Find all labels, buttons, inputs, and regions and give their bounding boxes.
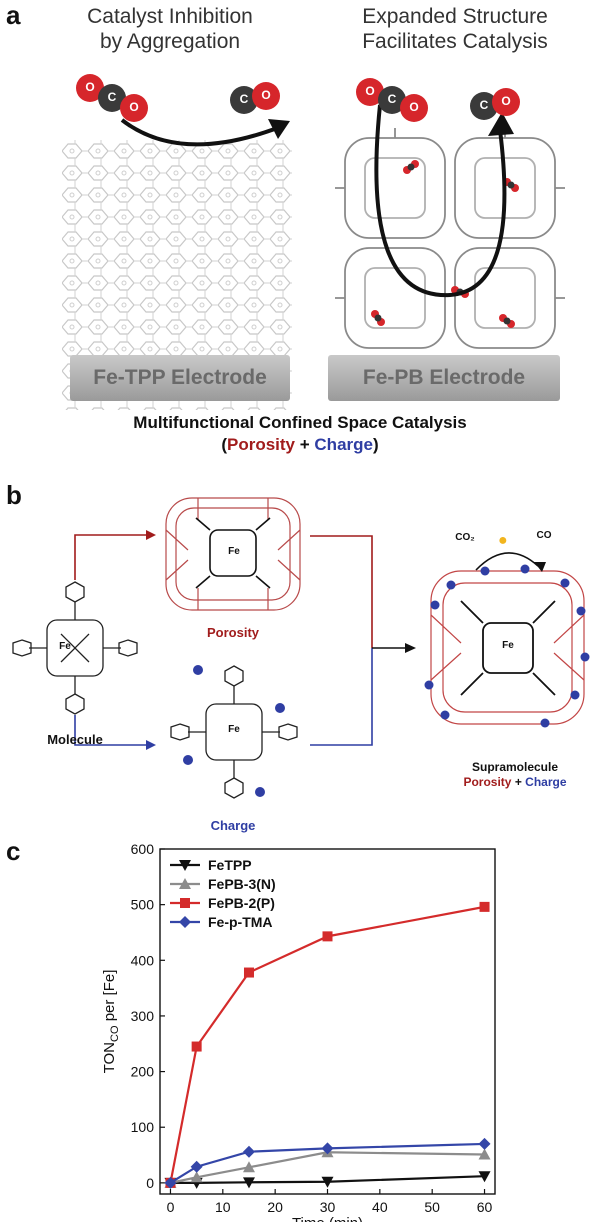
right-panel-title: Expanded Structure Facilitates Catalysis bbox=[325, 4, 585, 54]
y-tick-label: 200 bbox=[131, 1064, 155, 1080]
y-axis-label: TONCO per [Fe] bbox=[101, 970, 121, 1074]
y-tick-label: 400 bbox=[131, 952, 155, 968]
x-tick-label: 60 bbox=[477, 1199, 493, 1215]
paren-open: ( bbox=[221, 435, 227, 454]
data-point bbox=[479, 901, 490, 912]
x-tick-label: 0 bbox=[167, 1199, 175, 1215]
co2-left-c: C bbox=[107, 90, 117, 104]
y-tick-label: 0 bbox=[146, 1175, 154, 1191]
supramolecule-sublabel: Porosity + Charge bbox=[440, 775, 590, 789]
legend-marker-3 bbox=[179, 916, 191, 928]
co-left-c: C bbox=[239, 92, 249, 106]
co2-label: CO₂ bbox=[455, 532, 475, 543]
data-point bbox=[242, 1161, 255, 1173]
y-tick-label: 500 bbox=[131, 897, 155, 913]
data-point bbox=[191, 1041, 202, 1052]
lightbulb-icon: ● bbox=[498, 532, 508, 549]
paren-close: ) bbox=[372, 435, 379, 454]
y-tick-label: 600 bbox=[131, 841, 155, 857]
co2-left-o1: O bbox=[85, 80, 95, 94]
legend-label-1: FePB-3(N) bbox=[208, 876, 276, 892]
plus-sign: + bbox=[295, 435, 315, 454]
data-point bbox=[242, 1145, 255, 1158]
x-tick-label: 10 bbox=[215, 1199, 231, 1215]
data-point bbox=[243, 967, 254, 978]
sup-porosity-word: Porosity bbox=[463, 775, 512, 789]
supramolecule-fe-label: Fe bbox=[502, 640, 514, 651]
co-molecule-right: C O bbox=[468, 86, 528, 126]
left-panel-title: Catalyst Inhibition by Aggregation bbox=[50, 4, 290, 54]
left-title-line-2: by Aggregation bbox=[99, 30, 241, 53]
x-tick-label: 20 bbox=[267, 1199, 283, 1215]
sup-plus-sign: + bbox=[511, 775, 526, 789]
legend-label-0: FeTPP bbox=[208, 857, 252, 873]
panel-c-letter: c bbox=[6, 836, 21, 866]
co2-right-o1: O bbox=[365, 84, 375, 98]
confined-space-title: Multifunctional Confined Space Catalysis bbox=[133, 413, 467, 432]
data-point bbox=[322, 931, 333, 942]
porosity-fe-label: Fe bbox=[228, 546, 240, 557]
x-tick-label: 40 bbox=[372, 1199, 388, 1215]
legend-marker-0 bbox=[179, 860, 191, 871]
co2-right-o2: O bbox=[409, 100, 419, 114]
co-label: CO bbox=[536, 530, 552, 541]
series-line-2 bbox=[169, 905, 485, 1184]
expanded-cage-structure bbox=[335, 128, 565, 349]
y-tick-label: 300 bbox=[131, 1008, 155, 1024]
fe-pb-electrode: Fe-PB Electrode bbox=[328, 355, 560, 401]
right-title-line-1: Expanded Structure bbox=[362, 5, 548, 28]
data-point bbox=[242, 1177, 255, 1189]
co-right-c: C bbox=[479, 98, 489, 112]
legend-marker-2 bbox=[180, 898, 190, 908]
porosity-cage-drawing bbox=[165, 497, 301, 611]
ton-vs-time-chart: 01020304050600100200300400500600Time (mi… bbox=[101, 841, 496, 1222]
data-point bbox=[321, 1142, 334, 1155]
co2-right-c: C bbox=[387, 92, 397, 106]
data-point bbox=[478, 1148, 491, 1160]
molecule-fe-label: Fe bbox=[59, 641, 71, 652]
charge-word: Charge bbox=[314, 435, 373, 454]
co2-molecule-right: O C O bbox=[352, 74, 442, 134]
data-point bbox=[321, 1176, 334, 1188]
data-point bbox=[164, 1176, 177, 1189]
legend-label-3: Fe-p-TMA bbox=[208, 914, 273, 930]
charge-porphyrin-drawing bbox=[170, 665, 298, 799]
x-tick-label: 30 bbox=[320, 1199, 336, 1215]
fe-tpp-molecule-drawing bbox=[12, 581, 138, 715]
data-point bbox=[478, 1137, 491, 1150]
co-left-o: O bbox=[261, 88, 271, 102]
co-molecule-left: C O bbox=[228, 80, 288, 120]
sup-charge-word: Charge bbox=[525, 775, 567, 789]
flow-connectors bbox=[74, 530, 416, 750]
legend-marker-1 bbox=[179, 878, 191, 889]
data-point bbox=[190, 1171, 203, 1183]
y-tick-label: 100 bbox=[131, 1119, 155, 1135]
supramolecule-label: Supramolecule bbox=[471, 760, 559, 774]
left-title-line-1: Catalyst Inhibition bbox=[87, 5, 253, 28]
data-point bbox=[190, 1160, 203, 1173]
co-right-o: O bbox=[501, 94, 511, 108]
co2-molecule-left: O C O bbox=[70, 68, 160, 128]
charge-label: Charge bbox=[210, 818, 256, 833]
data-point bbox=[478, 1171, 491, 1183]
porosity-label: Porosity bbox=[206, 625, 259, 640]
panel-b-letter: b bbox=[6, 480, 22, 510]
x-tick-label: 50 bbox=[424, 1199, 440, 1215]
charge-fe-label: Fe bbox=[228, 724, 240, 735]
panel-a-letter: a bbox=[6, 0, 21, 30]
supramolecule-drawing bbox=[424, 564, 590, 728]
aggregation-arrow bbox=[120, 118, 290, 147]
porosity-charge-subtitle: (Porosity + Charge) bbox=[0, 434, 600, 456]
right-title-line-2: Facilitates Catalysis bbox=[362, 30, 548, 53]
co2-to-co-arrow bbox=[475, 552, 546, 572]
porosity-word: Porosity bbox=[227, 435, 296, 454]
catalysis-pathway-arrow bbox=[374, 104, 514, 298]
co2-left-o2: O bbox=[129, 100, 139, 114]
x-axis-label: Time (min) bbox=[292, 1215, 363, 1222]
molecule-label: Molecule bbox=[47, 732, 103, 747]
fe-tpp-electrode: Fe-TPP Electrode bbox=[70, 355, 290, 401]
legend-label-2: FePB-2(P) bbox=[208, 895, 275, 911]
